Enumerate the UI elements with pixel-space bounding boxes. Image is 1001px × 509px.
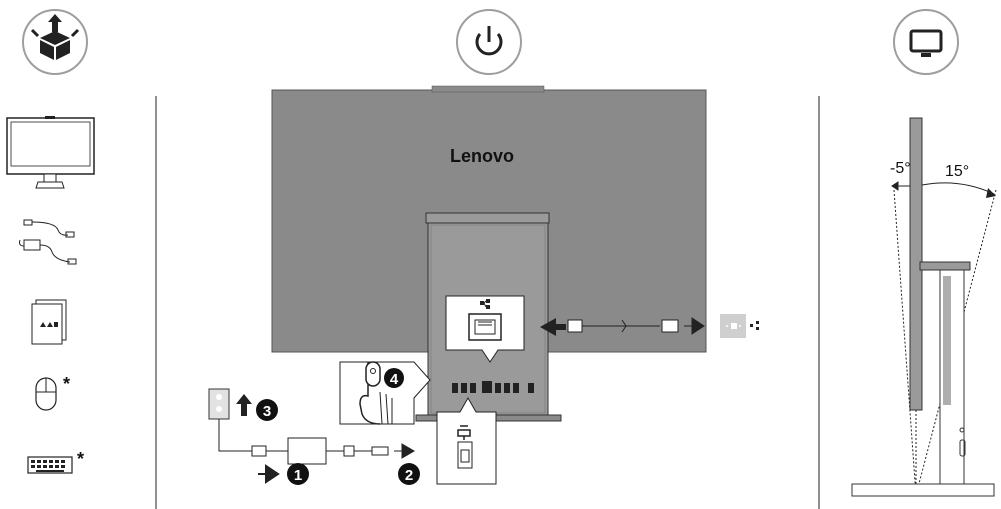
svg-text:2: 2 bbox=[405, 467, 413, 484]
callout-3: 3 bbox=[256, 399, 278, 421]
documents-icon bbox=[31, 299, 67, 345]
callout-4: 4 bbox=[390, 371, 399, 388]
keyboard-optional-mark: * bbox=[77, 449, 85, 469]
power-icon bbox=[456, 9, 522, 75]
mouse-optional-mark: * bbox=[63, 374, 71, 394]
callout-2: 2 bbox=[398, 463, 420, 485]
power-adapter-chain bbox=[208, 388, 415, 484]
tilt-forward-angle: 15° bbox=[945, 163, 970, 180]
svg-text:4: 4 bbox=[390, 371, 399, 388]
tilt-back-angle: -5° bbox=[890, 160, 911, 177]
mouse-icon bbox=[35, 377, 57, 411]
monitor-icon bbox=[893, 9, 959, 75]
keyboard-icon bbox=[27, 456, 73, 474]
power-button-callout bbox=[339, 361, 431, 425]
all-in-one-computer-icon bbox=[6, 116, 95, 189]
lan-cable bbox=[540, 314, 759, 338]
brand-logo-text: Lenovo bbox=[450, 146, 515, 166]
network-icon bbox=[480, 299, 490, 309]
dc-in-callout bbox=[436, 396, 497, 485]
computer-rear bbox=[271, 85, 707, 422]
svg-text:1: 1 bbox=[294, 467, 302, 484]
side-view bbox=[851, 117, 997, 497]
svg-text:3: 3 bbox=[263, 403, 271, 420]
unpack-box-icon bbox=[22, 9, 88, 75]
callout-1: 1 bbox=[287, 463, 309, 485]
cables-icon bbox=[19, 219, 77, 265]
ethernet-port-callout bbox=[445, 295, 525, 363]
